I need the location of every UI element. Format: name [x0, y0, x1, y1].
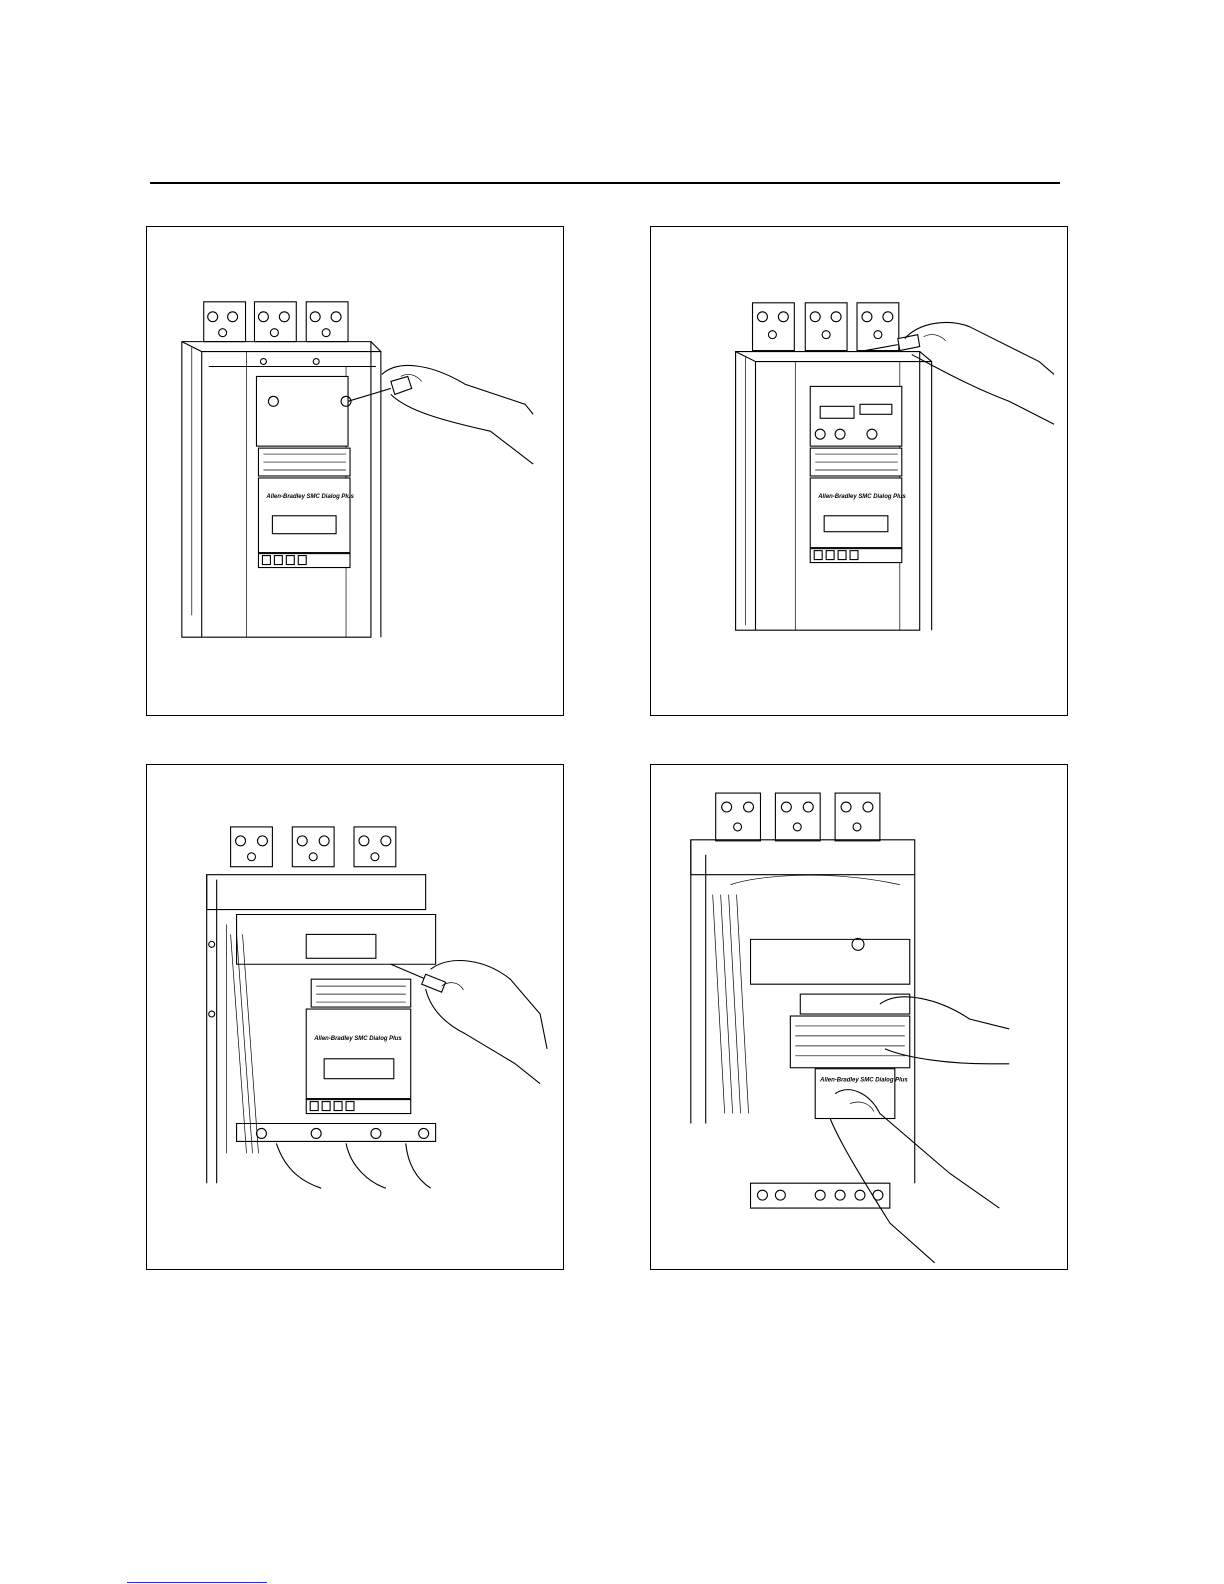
- figure-1-illustration: Allen-Bradley SMC Dialog Plus: [147, 227, 563, 715]
- bus-bars: [716, 793, 880, 841]
- figure-panel-3: Allen-Bradley SMC Dialog Plus: [146, 764, 564, 1270]
- terminal-lugs: [237, 1123, 436, 1188]
- control-module: Allen-Bradley SMC Dialog Plus: [258, 448, 354, 567]
- figure-2-illustration: Allen-Bradley SMC Dialog Plus: [651, 227, 1067, 715]
- top-cover: [256, 376, 351, 446]
- footnote-rule: [127, 1582, 267, 1583]
- figure-3-illustration: Allen-Bradley SMC Dialog Plus: [147, 765, 563, 1269]
- brand-label-2: Allen-Bradley SMC Dialog Plus: [817, 494, 906, 500]
- figure-panel-1: Allen-Bradley SMC Dialog Plus: [146, 226, 564, 716]
- hand-icon: [426, 961, 547, 1084]
- bus-bars: [204, 302, 348, 342]
- hand-icon: [905, 322, 1054, 424]
- header-rule: [150, 182, 1060, 184]
- control-module: Allen-Bradley SMC Dialog Plus: [306, 934, 410, 1113]
- bus-bars: [231, 827, 396, 867]
- screwdriver-icon: [348, 376, 412, 401]
- lower-lugs: [751, 1183, 890, 1208]
- figure-panel-4: Allen-Bradley SMC Dialog Plus: [650, 764, 1068, 1270]
- figure-panel-2: Allen-Bradley SMC Dialog Plus: [650, 226, 1068, 716]
- brand-label-4: Allen-Bradley SMC Dialog Plus: [819, 1078, 908, 1084]
- exposed-module: Allen-Bradley SMC Dialog Plus: [810, 386, 906, 562]
- bus-bars: [753, 303, 899, 351]
- control-module-being-removed: Allen-Bradley SMC Dialog Plus: [790, 994, 909, 1118]
- figure-4-illustration: Allen-Bradley SMC Dialog Plus: [651, 765, 1067, 1269]
- brand-label-1: Allen-Bradley SMC Dialog Plus: [265, 494, 354, 500]
- brand-label-3: Allen-Bradley SMC Dialog Plus: [313, 1036, 402, 1042]
